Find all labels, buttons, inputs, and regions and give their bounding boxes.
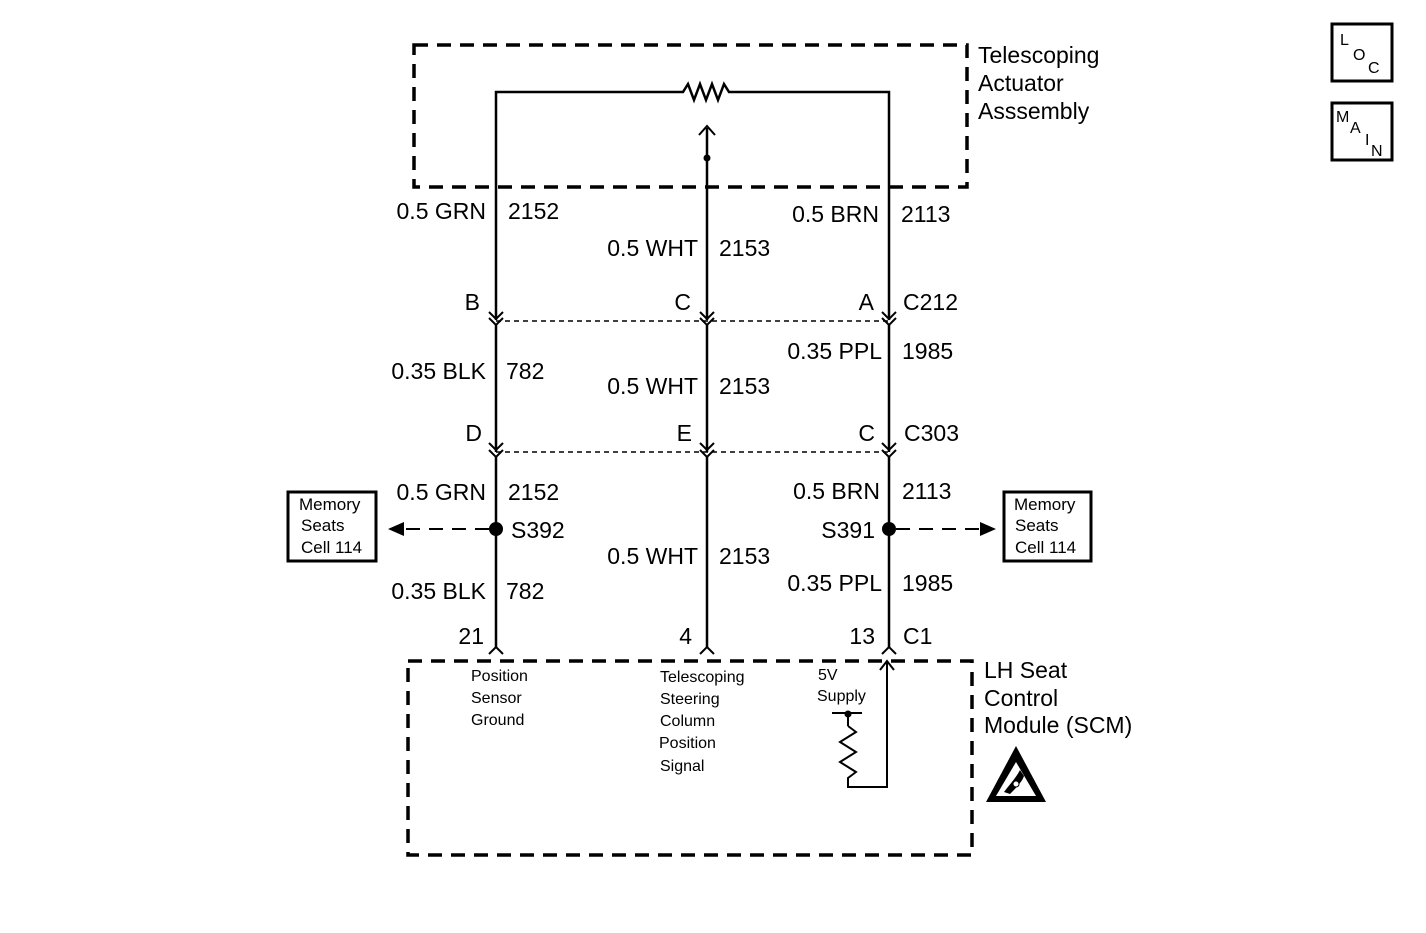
connector-pin-label: E [677, 420, 692, 446]
wire-label-gauge: 0.35 PPL [787, 338, 882, 364]
wire-label-circuit: 2153 [719, 235, 770, 261]
scm-pin-desc-center: Steering [660, 691, 720, 708]
main-badge-letter: A [1350, 120, 1361, 137]
wire-label-gauge: 0.5 GRN [397, 479, 486, 505]
splice-s392-dot [489, 522, 503, 536]
supply-dot [844, 710, 852, 718]
connector-pin-label: C [858, 420, 875, 446]
wire-label-circuit: 2153 [719, 373, 770, 399]
scm-title-line-1: LH Seat [984, 657, 1068, 683]
wire-label-gauge: 0.5 BRN [793, 478, 880, 504]
wire-label-gauge: 0.35 PPL [787, 570, 882, 596]
loc-badge-letter: L [1340, 32, 1349, 49]
connector-name-c1: C1 [903, 623, 932, 649]
wire-label-circuit: 2152 [508, 198, 559, 224]
wire-label-circuit: 2113 [902, 478, 951, 504]
connector-c303-terminals [488, 442, 897, 459]
actuator-title-line-2: Actuator [978, 70, 1064, 96]
scm-pin-desc-left: Sensor [471, 690, 522, 707]
memory-box-line: Seats [301, 516, 344, 535]
splice-s391-dot [882, 522, 896, 536]
scm-pin-desc-center: Column [660, 713, 715, 730]
wire-label-gauge: 0.35 BLK [391, 578, 486, 604]
wire-label-circuit: 782 [506, 578, 544, 604]
actuator-title-line-1: Telescoping [978, 42, 1099, 68]
splice-label-s391: S391 [821, 517, 875, 543]
supply-arrow-icon [879, 659, 895, 671]
scm-title-line-2: Control [984, 685, 1058, 711]
actuator-assembly-box [412, 43, 969, 189]
scm-pin-desc-center: Position [659, 735, 716, 752]
wire-label-circuit: 2152 [508, 479, 559, 505]
connector-pin-label: D [465, 420, 482, 446]
connector-pin-label: B [465, 289, 480, 315]
wire-label-gauge: 0.5 GRN [397, 198, 486, 224]
wire-label-circuit: 1985 [902, 338, 953, 364]
scm-module-box [406, 659, 974, 857]
memory-box-line: Memory [1014, 495, 1076, 514]
connector-pin-label: C [674, 289, 691, 315]
wire-label-circuit: 782 [506, 358, 544, 384]
main-badge-letter: N [1371, 143, 1383, 160]
memory-seats-box-left[interactable] [286, 490, 378, 563]
wire-label-circuit: 2113 [901, 201, 950, 227]
wiper-arrow-icon [698, 124, 716, 136]
connector-name-c212: C212 [903, 289, 958, 315]
connector-c1-terminals [488, 645, 897, 655]
splice-label-s392: S392 [511, 517, 565, 543]
wire-label-gauge: 0.5 WHT [607, 373, 698, 399]
loc-badge-letter: C [1368, 60, 1380, 77]
scm-pin-desc-left: Ground [471, 712, 524, 729]
branch-arrow-left-icon [388, 522, 404, 536]
memory-box-line: Cell 114 [1015, 538, 1076, 557]
wire-label-gauge: 0.5 WHT [607, 235, 698, 261]
main-badge[interactable] [1330, 101, 1394, 162]
connector-c212-terminals [488, 311, 897, 327]
scm-pin-desc-left: Position [471, 668, 528, 685]
memory-box-line: Cell 114 [301, 538, 362, 557]
wire-label-gauge: 0.35 BLK [391, 358, 486, 384]
wire-label-gauge: 0.5 WHT [607, 543, 698, 569]
memory-box-line: Seats [1015, 516, 1058, 535]
connector-pin-label: 13 [849, 623, 875, 649]
wire-label-circuit: 1985 [902, 570, 953, 596]
potentiometer-element [494, 80, 891, 320]
wire-label-gauge: 0.5 BRN [792, 201, 879, 227]
loc-badge[interactable] [1330, 22, 1394, 83]
main-badge-letter: M [1336, 109, 1349, 126]
scm-pin-desc-center: Signal [660, 758, 704, 775]
loc-badge-letter: O [1353, 47, 1365, 64]
memory-box-line: Memory [299, 495, 361, 514]
wire-label-circuit: 2153 [719, 543, 770, 569]
wiper-junction-dot [703, 154, 711, 162]
connector-pin-label: A [859, 289, 875, 315]
scm-pin-desc-right: Supply [817, 688, 866, 705]
connector-pin-label: 4 [679, 623, 692, 649]
scm-pin-desc-right: 5V [818, 667, 838, 684]
connector-name-c303: C303 [904, 420, 959, 446]
scm-pin-desc-center: Telescoping [660, 669, 745, 686]
branch-arrow-right-icon [980, 522, 996, 536]
esd-warning-icon [986, 746, 1046, 802]
pull-up-resistor [838, 662, 888, 788]
connector-pin-label: 21 [458, 623, 484, 649]
memory-seats-box-right[interactable] [1002, 490, 1093, 563]
main-badge-letter: I [1365, 132, 1369, 149]
scm-title-line-3: Module (SCM) [984, 712, 1132, 738]
actuator-title-line-3: Asssembly [978, 98, 1090, 124]
